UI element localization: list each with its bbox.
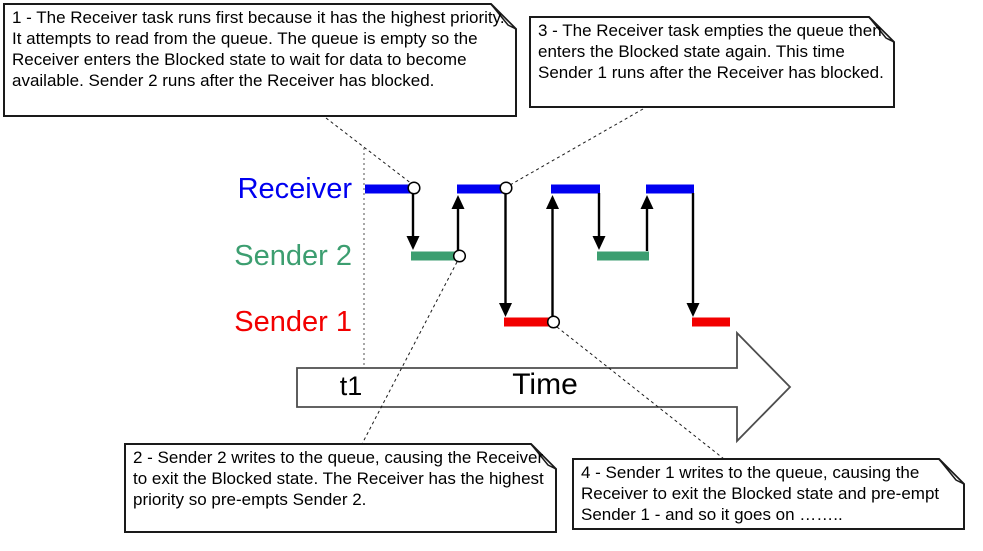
task-run-bar-sender2-6 xyxy=(597,251,649,261)
event-marker-circle-3 xyxy=(499,181,513,195)
task-run-bar-sender1-4 xyxy=(504,317,554,327)
note-outline xyxy=(3,3,517,117)
note-folded-corner xyxy=(868,16,895,43)
sender2-task-label: Sender 2 xyxy=(234,240,352,272)
annotation-note-2: 2 - Sender 2 writes to the queue, causin… xyxy=(124,443,557,533)
note-3-text: 3 - The Receiver task empties the queue … xyxy=(538,21,884,82)
receiver-task-label: Receiver xyxy=(237,173,352,205)
context-switch-arrow-head-7 xyxy=(686,303,700,317)
note-folded-corner xyxy=(530,443,557,470)
time-axis-label: Time xyxy=(512,368,578,401)
event-marker-circle-4 xyxy=(546,315,561,329)
context-switch-arrow-head-5 xyxy=(592,236,606,250)
note-leader-line-1 xyxy=(325,117,413,185)
context-switch-arrow-head-4 xyxy=(546,195,559,209)
event-marker-circle-1 xyxy=(407,181,421,195)
task-run-bar-receiver-3 xyxy=(457,184,506,194)
annotation-note-3: 3 - The Receiver task empties the queue … xyxy=(529,16,895,108)
context-switch-arrow-head-6 xyxy=(640,195,654,209)
note-outline xyxy=(529,16,895,108)
note-frame xyxy=(124,443,557,533)
task-run-bar-sender1-8 xyxy=(692,317,730,327)
time-axis-arrow xyxy=(296,330,792,444)
context-switch-arrow-head-2 xyxy=(451,195,465,209)
note-1-text: 1 - The Receiver task runs first because… xyxy=(12,8,505,90)
note-2-text: 2 - Sender 2 writes to the queue, causin… xyxy=(133,448,544,509)
note-leader-line-3 xyxy=(509,108,644,186)
task-run-bar-sender2-2 xyxy=(411,251,460,261)
note-outline xyxy=(572,458,965,530)
context-switch-arrow-head-3 xyxy=(499,303,512,317)
sender1-task-label: Sender 1 xyxy=(234,306,352,338)
t1-label: t1 xyxy=(339,371,363,401)
note-4-text: 4 - Sender 1 writes to the queue, causin… xyxy=(581,463,940,524)
task-run-bar-receiver-5 xyxy=(551,184,600,194)
note-folded-corner xyxy=(938,458,965,485)
note-frame xyxy=(572,458,965,530)
task-run-bar-receiver-7 xyxy=(646,184,694,194)
event-marker-circle-2 xyxy=(452,249,467,263)
note-folded-corner xyxy=(490,3,517,30)
note-frame xyxy=(529,16,895,108)
context-switch-arrow-head-1 xyxy=(406,236,420,250)
annotation-note-4: 4 - Sender 1 writes to the queue, causin… xyxy=(572,458,965,530)
note-frame xyxy=(3,3,517,117)
task-run-bar-receiver-1 xyxy=(365,184,415,194)
note-leader-line-2 xyxy=(361,261,458,445)
annotation-note-1: 1 - The Receiver task runs first because… xyxy=(3,3,517,117)
note-outline xyxy=(124,443,557,533)
